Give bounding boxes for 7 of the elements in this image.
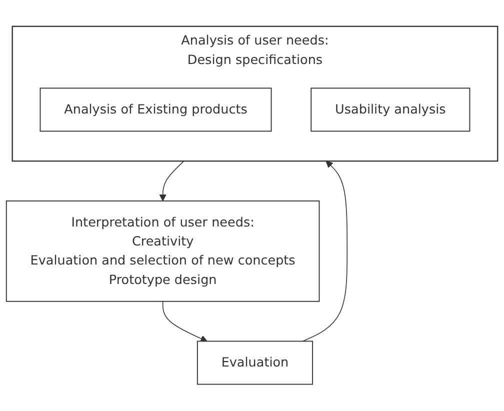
node-box: Evaluation — [196, 340, 314, 385]
arrow — [159, 160, 184, 202]
node-box: Usability analysis — [310, 88, 470, 132]
node-box: Interpretation of user needs: Creativity Evaluation and selection of new concepts Prototype design — [6, 200, 320, 302]
arrow — [162, 301, 208, 342]
node-box: Analysis of Existing products — [40, 88, 272, 132]
arrow — [302, 160, 348, 342]
